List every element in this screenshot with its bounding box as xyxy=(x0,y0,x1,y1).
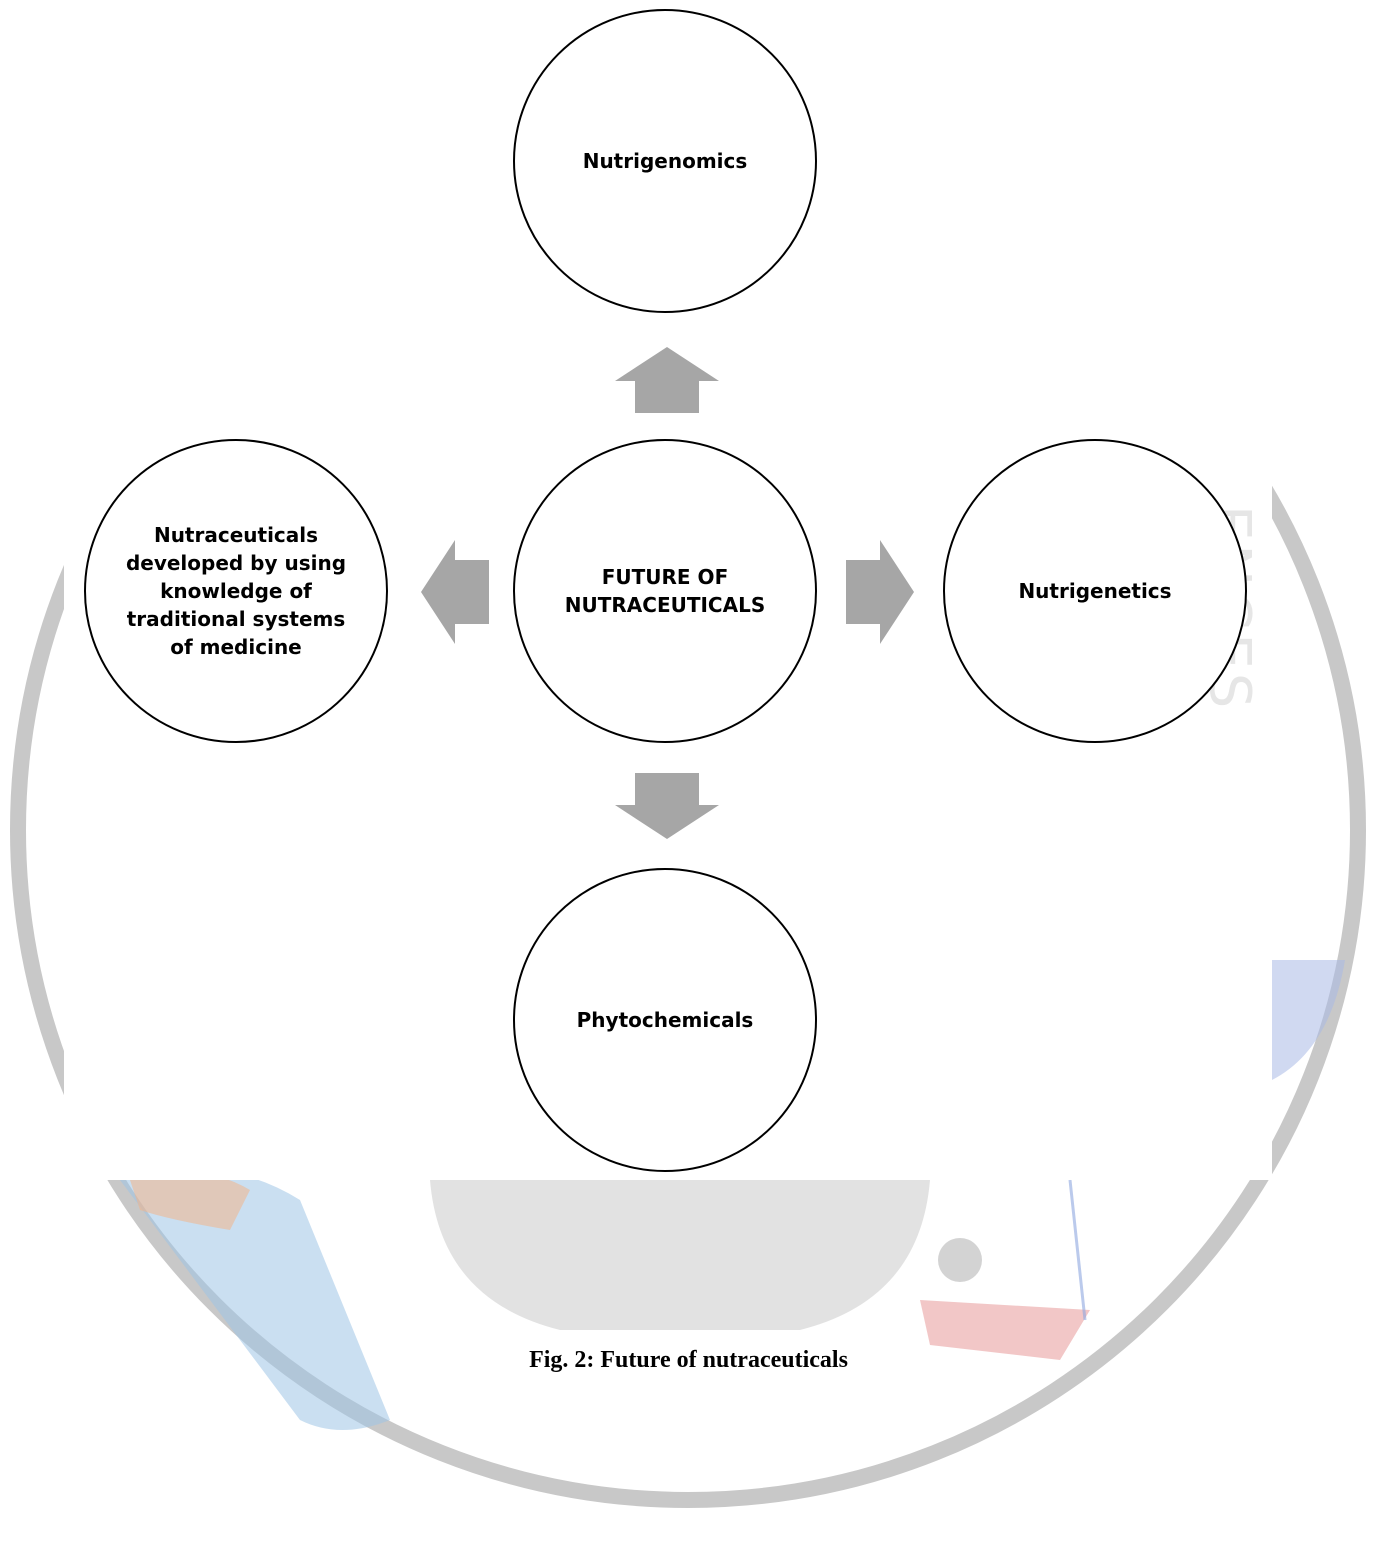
node-future-of-nutraceuticals: FUTURE OF NUTRACEUTICALS xyxy=(513,439,817,743)
node-label: Nutrigenetics xyxy=(1018,579,1172,603)
arrow-right xyxy=(846,540,914,644)
node-nutrigenetics: Nutrigenetics xyxy=(943,439,1247,743)
figure-caption: Fig. 2: Future of nutraceuticals xyxy=(529,1347,848,1373)
arrow-left xyxy=(421,540,489,644)
node-label: Nutraceuticals developed by using knowle… xyxy=(125,523,347,659)
node-phytochemicals: Phytochemicals xyxy=(513,868,817,1172)
arrow-down xyxy=(615,773,719,839)
arrow-up xyxy=(615,347,719,413)
node-traditional-medicine: Nutraceuticals developed by using knowle… xyxy=(84,439,388,743)
node-nutrigenomics: Nutrigenomics xyxy=(513,9,817,313)
node-label: Nutrigenomics xyxy=(582,149,748,173)
node-label: FUTURE OF NUTRACEUTICALS xyxy=(564,565,766,617)
node-label: Phytochemicals xyxy=(576,1008,754,1032)
